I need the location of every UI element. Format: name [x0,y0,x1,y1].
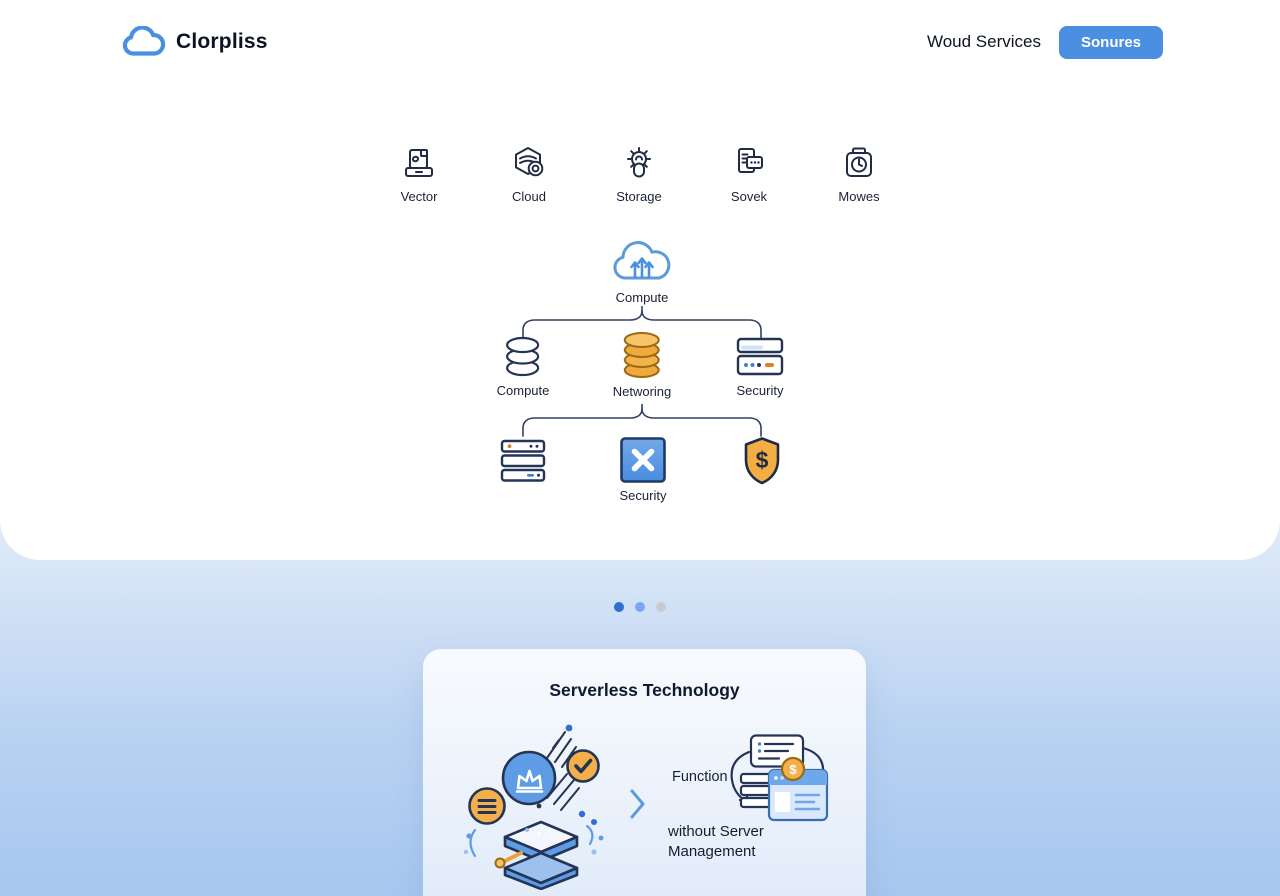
sonures-button[interactable]: Sonures [1058,25,1163,59]
serverless-illustration [455,722,627,890]
service-label: Mowes [838,189,880,204]
hero-sheet: Clorpliss Woud Services Sonures [0,0,1280,560]
service-storage[interactable]: Storage [605,142,673,204]
scanner-doc-icon [401,142,437,182]
cloud-logo-icon [120,26,166,58]
without-server-label: without Server Management [668,823,764,860]
connector-level2-to-level3 [522,404,762,437]
carousel-dot-3[interactable] [656,602,666,612]
service-sovek[interactable]: Sovek [715,142,783,204]
brand-name: Clorpliss [176,30,268,53]
svg-text:$: $ [756,447,769,473]
service-label: Storage [616,189,662,204]
function-label: Function [672,769,728,785]
doc-chat-icon [731,142,767,182]
serverless-card[interactable]: Serverless Technology [423,649,866,896]
brand[interactable]: Clorpliss [120,26,268,58]
function-illustration: $ [723,734,835,830]
diagram-node-networing[interactable]: Networing [612,330,672,399]
diagram-node-compute-l2[interactable]: Compute [496,333,550,398]
diagram-node-compute-root[interactable]: Compute [609,234,675,305]
gear-lock-icon [621,142,657,182]
carousel-dots [614,602,666,612]
carousel-dot-2[interactable] [635,602,645,612]
service-vector[interactable]: Vector [385,142,453,204]
diagram-node-security-l3[interactable]: Security [619,436,667,503]
diagram-node-security-l2[interactable]: Security [736,336,784,398]
nav-link-woud-services[interactable]: Woud Services [926,32,1041,51]
service-label: Vector [400,189,438,204]
x-square-icon [619,436,667,484]
diagram-node-shield[interactable]: $ [740,436,784,486]
service-mowes[interactable]: Mowes [825,142,893,204]
topbar: Clorpliss Woud Services Sonures [120,20,1163,64]
node-label: Security [619,488,667,503]
connector-root-to-level2 [522,306,762,339]
svg-text:$: $ [789,762,797,777]
service-label: Sovek [730,189,768,204]
coin-stack-icon [619,330,665,380]
disk-stack-icon [500,333,546,379]
node-label: Networing [612,384,672,399]
service-label: Cloud [512,189,546,204]
node-label: Security [736,383,784,398]
service-cloud[interactable]: Cloud [495,142,563,204]
timer-case-icon [841,142,877,182]
node-label: Compute [496,383,550,398]
cloud-upload-icon [609,234,675,286]
nav: Woud Services Sonures [926,25,1163,59]
carousel-dot-1[interactable] [614,602,624,612]
card-title: Serverless Technology [549,680,740,700]
services-row: Vector Cloud [385,142,893,204]
node-label: Compute [615,290,669,305]
diagram-node-server-rack[interactable] [500,439,546,483]
hex-database-icon [511,142,547,182]
chevron-right-icon [629,788,647,820]
credit-card-icon [736,336,784,379]
shield-dollar-icon: $ [740,436,784,486]
server-rack-icon [500,439,546,483]
